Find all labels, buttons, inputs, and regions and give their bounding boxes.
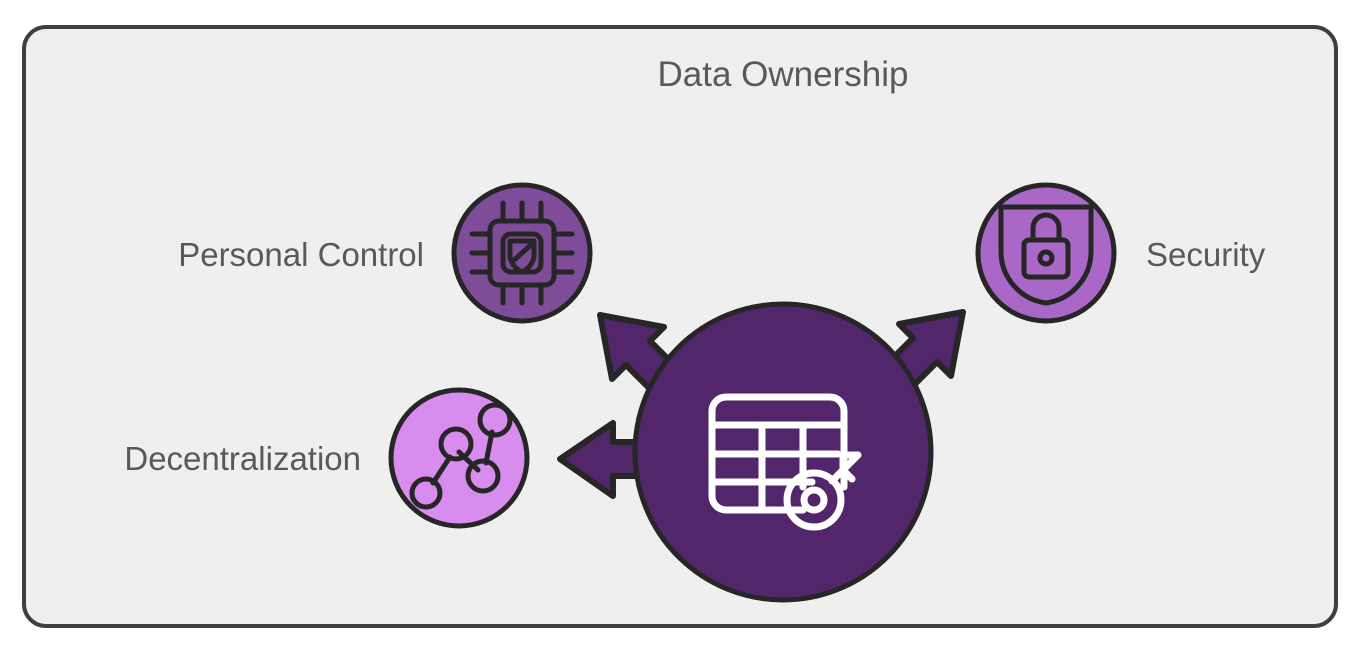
key-icon	[783, 451, 862, 531]
diagram-container	[22, 25, 1338, 628]
center-node[interactable]	[632, 301, 934, 603]
decentralization-label: Decentralization	[124, 440, 361, 477]
network-nodes-icon	[409, 402, 513, 510]
shield-lock-icon	[998, 204, 1094, 306]
personal-control-label: Personal Control	[178, 236, 424, 273]
node-decentralization[interactable]: Decentralization	[124, 387, 530, 529]
node-personal-control[interactable]: Personal Control	[178, 182, 593, 324]
security-label: Security	[1146, 236, 1266, 273]
database-table-key-icon	[708, 393, 848, 514]
page-title: Data Ownership	[658, 55, 909, 94]
node-security[interactable]: Security	[975, 182, 1266, 324]
chip-shield-icon	[469, 200, 575, 306]
